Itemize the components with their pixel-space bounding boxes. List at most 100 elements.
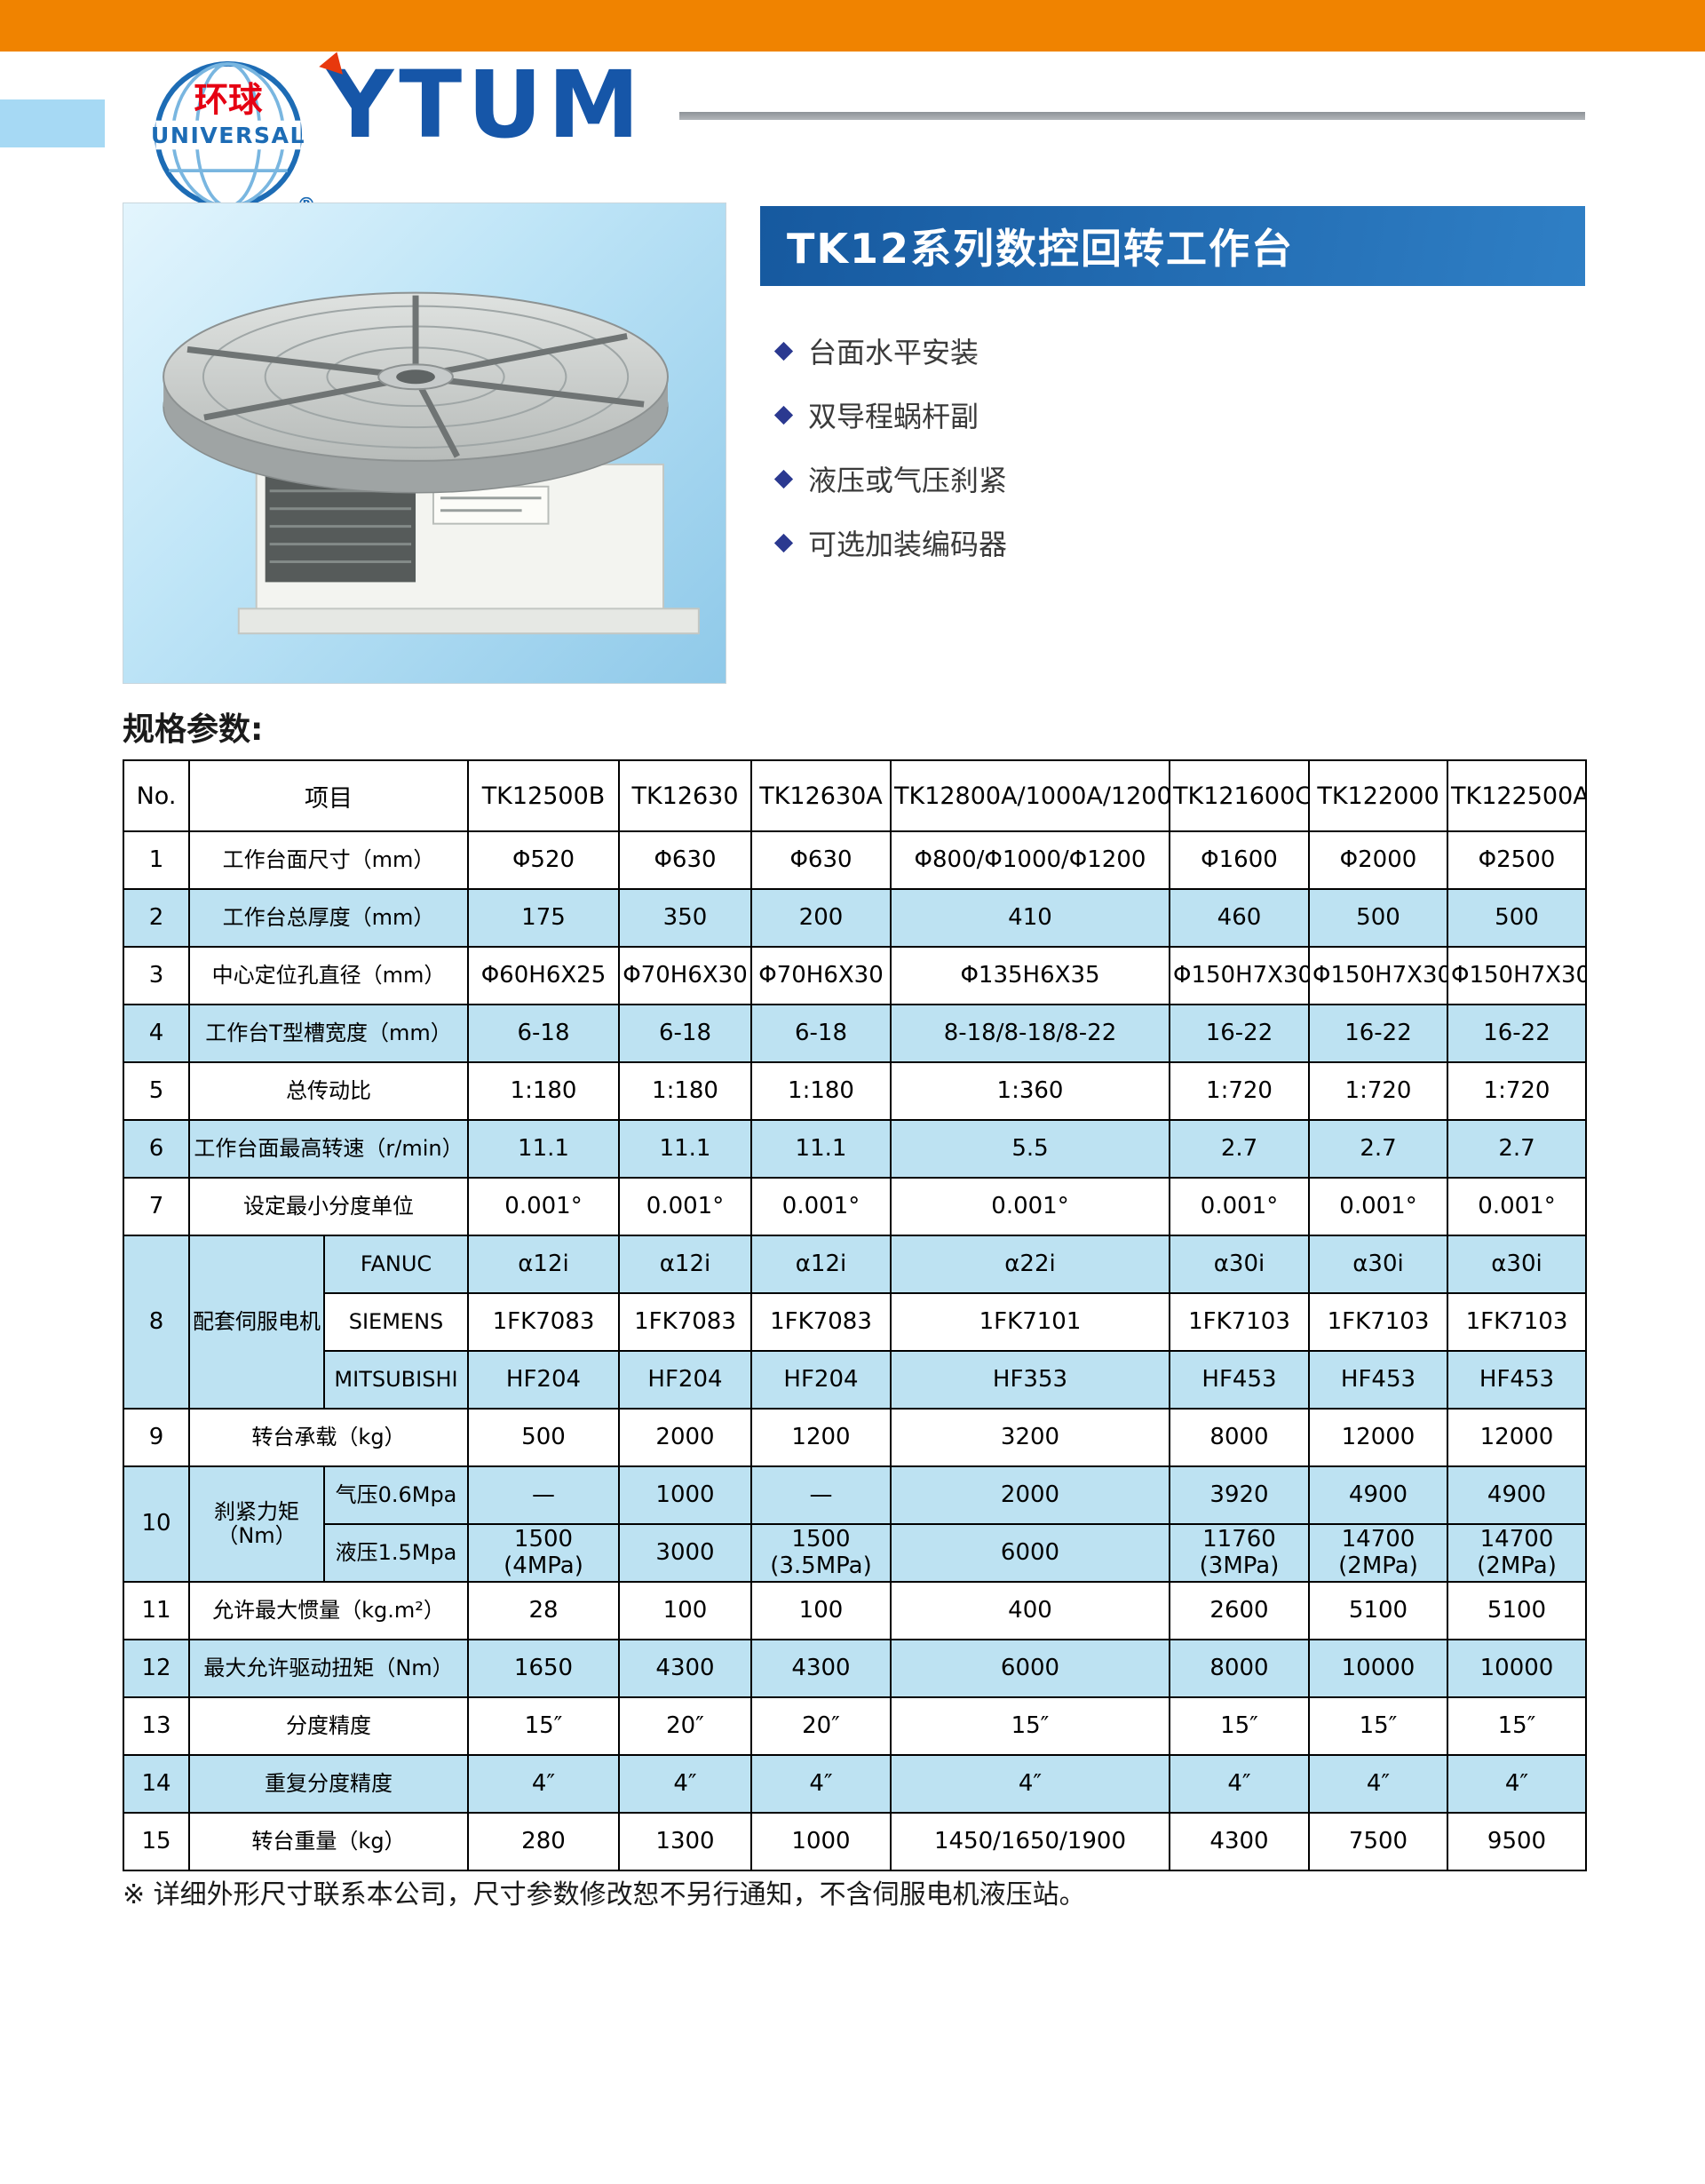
spec-value-cell: Φ70H6X30 [750, 946, 892, 1005]
spec-value-cell: 9500 [1447, 1812, 1587, 1871]
spec-value-cell: 4″ [1169, 1754, 1310, 1814]
spec-value-cell: 4″ [618, 1754, 752, 1814]
spec-value-cell: 1FK7103 [1308, 1292, 1448, 1352]
spec-value-cell: HF453 [1308, 1350, 1448, 1410]
spec-value-cell: Φ150H7X30 [1169, 946, 1310, 1005]
brand-wordmark: YTUM [319, 48, 645, 151]
row-group-cell: 配套伺服电机 [188, 1235, 325, 1410]
spec-value-cell: 4″ [1308, 1754, 1448, 1814]
spec-value-cell: Φ2500 [1447, 830, 1587, 890]
row-number-cell: 2 [123, 888, 190, 948]
spec-value-cell: HF204 [750, 1350, 892, 1410]
spec-value-cell: HF453 [1169, 1350, 1310, 1410]
spec-value-cell: 1FK7103 [1447, 1292, 1587, 1352]
spec-value-cell: 0.001° [750, 1177, 892, 1236]
spec-value-cell: HF453 [1447, 1350, 1587, 1410]
spec-value-cell: 1:180 [618, 1061, 752, 1121]
spec-value-cell: HF204 [618, 1350, 752, 1410]
spec-value-cell: 12000 [1447, 1408, 1587, 1467]
spec-value-cell: α12i [618, 1235, 752, 1294]
header-cell: TK121600C [1169, 759, 1310, 832]
spec-value-cell: 4900 [1308, 1465, 1448, 1525]
row-label-cell: 转台重量（kg） [188, 1812, 469, 1871]
feature-list: 台面水平安装双导程蜗杆副液压或气压刹紧可选加装编码器 [773, 330, 1008, 586]
row-sub-label-cell: MITSUBISHI [323, 1350, 469, 1410]
feature-item: 可选加装编码器 [773, 522, 1008, 563]
spec-value-cell: 5.5 [890, 1119, 1170, 1179]
spec-value-cell: Φ630 [618, 830, 752, 890]
spec-value-cell: 20″ [750, 1696, 892, 1756]
spec-value-cell: 11760 (3MPa) [1169, 1523, 1310, 1583]
spec-value-cell: 8-18/8-18/8-22 [890, 1004, 1170, 1063]
spec-value-cell: 8000 [1169, 1408, 1310, 1467]
spec-value-cell: — [467, 1465, 620, 1525]
spec-value-cell: 2.7 [1169, 1119, 1310, 1179]
header-cell: 项目 [188, 759, 469, 832]
feature-label: 可选加装编码器 [808, 528, 1008, 561]
row-number-cell: 6 [123, 1119, 190, 1179]
spec-value-cell: Φ70H6X30 [618, 946, 752, 1005]
row-label-cell: 工作台T型槽宽度（mm） [188, 1004, 469, 1063]
row-label-cell: 工作台面尺寸（mm） [188, 830, 469, 890]
header-divider-line [679, 112, 1585, 120]
header-cell: No. [123, 759, 190, 832]
spec-value-cell: α12i [467, 1235, 620, 1294]
spec-value-cell: 1450/1650/1900 [890, 1812, 1170, 1871]
spec-value-cell: 1500 (3.5MPa) [750, 1523, 892, 1583]
spec-value-cell: 14700 (2MPa) [1308, 1523, 1448, 1583]
brand-logo: 环球 UNIVERSAL ® [149, 59, 316, 217]
spec-value-cell: 200 [750, 888, 892, 948]
spec-value-cell: 4″ [890, 1754, 1170, 1814]
spec-value-cell: 20″ [618, 1696, 752, 1756]
row-number-cell: 1 [123, 830, 190, 890]
spec-value-cell: 400 [890, 1581, 1170, 1640]
row-sub-label-cell: 液压1.5Mpa [323, 1523, 469, 1583]
logo-en-text: UNIVERSAL [151, 123, 305, 148]
spec-value-cell: 4300 [618, 1639, 752, 1698]
spec-value-cell: 1000 [618, 1465, 752, 1525]
feature-item: 台面水平安装 [773, 330, 1007, 371]
spec-value-cell: α22i [890, 1235, 1170, 1294]
spec-value-cell: Φ2000 [1308, 830, 1448, 890]
spec-value-cell: 0.001° [618, 1177, 752, 1236]
row-label-cell: 总传动比 [188, 1061, 469, 1121]
globe-logo-icon: 环球 UNIVERSAL [151, 60, 305, 210]
spec-value-cell: 3200 [890, 1408, 1170, 1467]
row-sub-label-cell: 气压0.6Mpa [323, 1465, 469, 1525]
spec-value-cell: α30i [1447, 1235, 1587, 1294]
row-label-cell: 工作台总厚度（mm） [188, 888, 469, 948]
feature-label: 液压或气压刹紧 [808, 464, 1008, 497]
spec-value-cell: 15″ [1447, 1696, 1587, 1756]
spec-value-cell: 0.001° [1169, 1177, 1310, 1236]
feature-item: 双导程蜗杆副 [773, 394, 1007, 435]
spec-value-cell: 28 [467, 1581, 620, 1640]
row-label-cell: 工作台面最高转速（r/min） [188, 1119, 469, 1179]
spec-value-cell: 5100 [1447, 1581, 1587, 1640]
row-sub-label-cell: SIEMENS [323, 1292, 469, 1352]
spec-value-cell: 10000 [1308, 1639, 1448, 1698]
spec-value-cell: 0.001° [1308, 1177, 1448, 1236]
spec-value-cell: 16-22 [1169, 1004, 1310, 1063]
spec-value-cell: 1FK7083 [750, 1292, 892, 1352]
spec-value-cell: 1FK7083 [618, 1292, 752, 1352]
row-number-cell: 5 [123, 1061, 190, 1121]
spec-value-cell: 4900 [1447, 1465, 1587, 1525]
row-label-cell: 允许最大惯量（kg.m²） [188, 1581, 469, 1640]
spec-value-cell: 1000 [750, 1812, 892, 1871]
spec-value-cell: α30i [1308, 1235, 1448, 1294]
left-blue-accent-bar [0, 99, 105, 147]
spec-value-cell: 1300 [618, 1812, 752, 1871]
spec-value-cell: 16-22 [1308, 1004, 1448, 1063]
